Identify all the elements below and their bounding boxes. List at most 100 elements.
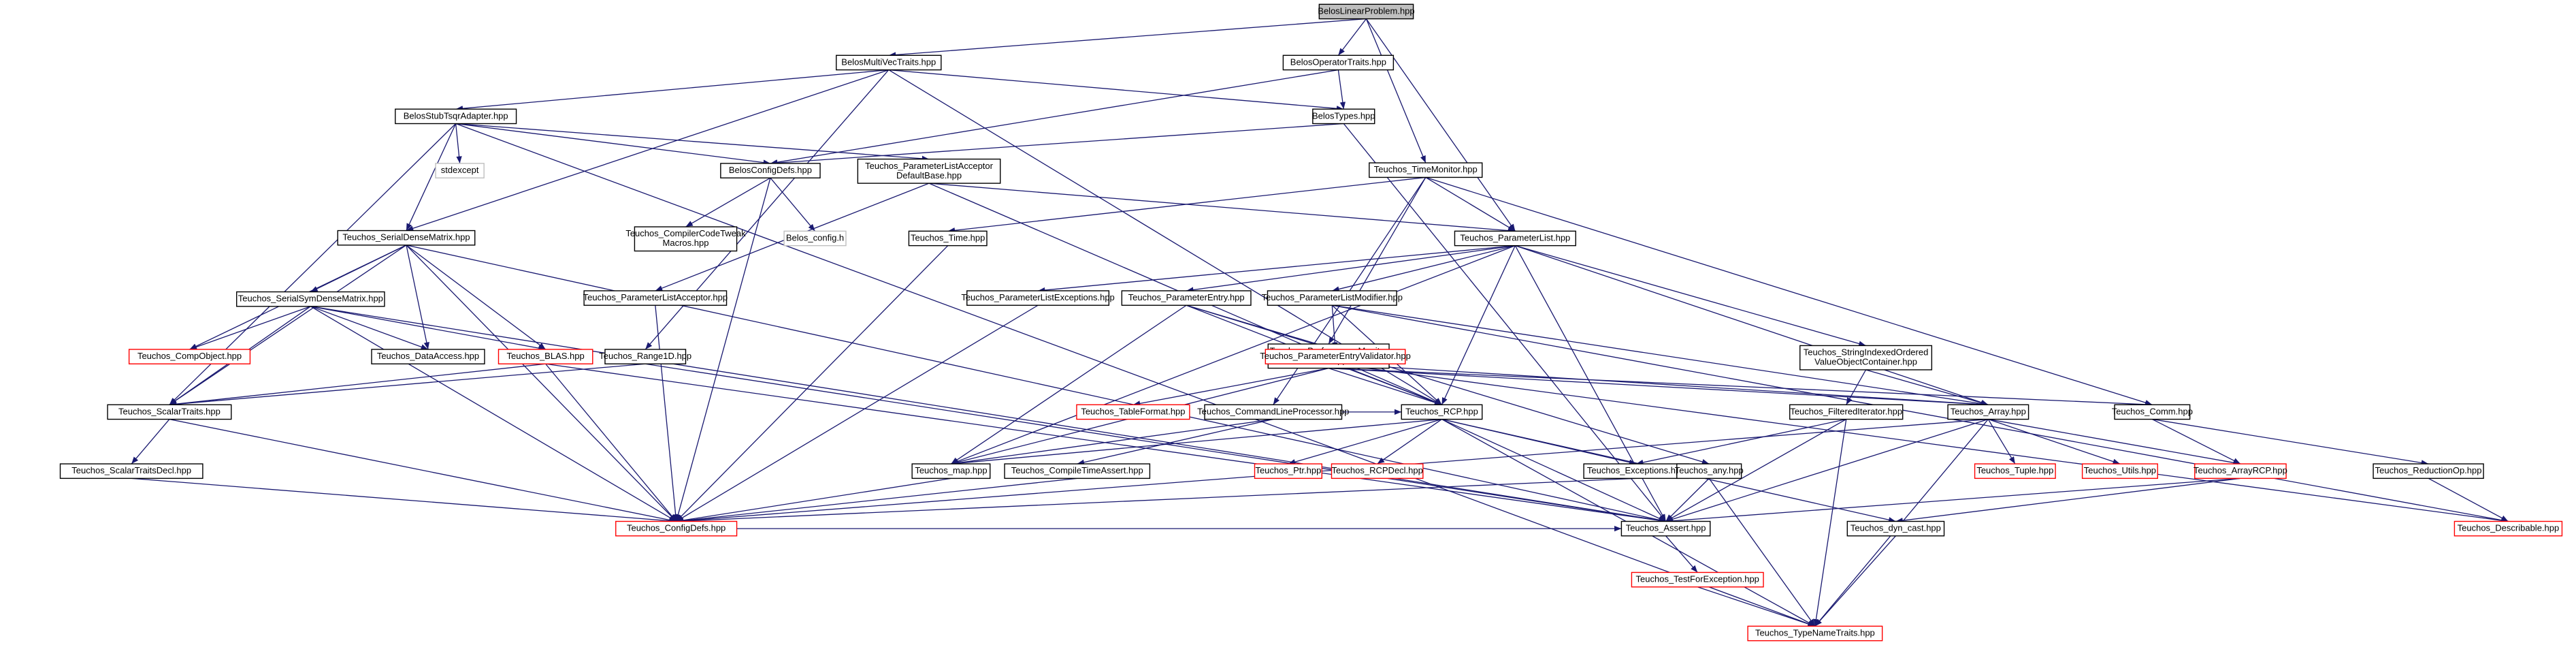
- node-label: Teuchos_TestForException.hpp: [1636, 574, 1759, 584]
- edge-comm-to-arrayrcp: [2152, 418, 2241, 465]
- node-sio[interactable]: Teuchos_StringIndexedOrderedValueObjectC…: [1799, 345, 1933, 371]
- node-box: [2081, 463, 2158, 479]
- node-box: [1676, 463, 1742, 479]
- node-box: [1254, 463, 1322, 479]
- edge-line: [676, 477, 1077, 524]
- edge-line: [1328, 367, 1989, 407]
- node-box: [857, 158, 1001, 184]
- node-label: Teuchos_SerialDenseMatrix.hpp: [342, 232, 470, 242]
- node-stdecl[interactable]: Teuchos_ScalarTraitsDecl.hpp: [59, 463, 203, 479]
- node-box: [615, 520, 738, 537]
- edge-any-to-assert: [1665, 477, 1710, 522]
- node-label: Teuchos_dyn_cast.hpp: [1851, 523, 1941, 533]
- edge-perfmon-to-tablefmt: [1132, 367, 1329, 407]
- node-ptr[interactable]: Teuchos_Ptr.hpp: [1254, 463, 1322, 479]
- node-label: Teuchos_StringIndexedOrdered: [1804, 347, 1929, 358]
- node-box: [1204, 404, 1343, 420]
- node-btypes[interactable]: BelosTypes.hpp: [1312, 108, 1375, 125]
- node-any[interactable]: Teuchos_any.hpp: [1675, 463, 1744, 479]
- node-box: [908, 230, 988, 247]
- node-rcpdecl[interactable]: Teuchos_RCPDecl.hpp: [1331, 463, 1424, 479]
- node-label: Teuchos_Assert.hpp: [1626, 523, 1706, 533]
- node-opt[interactable]: BelosOperatorTraits.hpp: [1282, 54, 1395, 71]
- edge-line: [1441, 418, 1666, 522]
- edge-line: [1132, 367, 1329, 407]
- edge-scalartraits-to-stdecl: [131, 419, 170, 465]
- edge-line: [1814, 535, 1896, 627]
- node-pla[interactable]: Teuchos_ParameterListAcceptor.hpp: [583, 290, 728, 306]
- edge-line: [1987, 419, 2016, 465]
- node-mvt[interactable]: BelosMultiVecTraits.hpp: [836, 54, 942, 71]
- edge-btypes-to-assert: [1343, 123, 1667, 522]
- node-pev[interactable]: Teuchos_ParameterEntryValidator.hpp: [1260, 349, 1411, 364]
- edge-ssdm-to-blas: [310, 306, 546, 351]
- node-rcp[interactable]: Teuchos_RCP.hpp: [1401, 404, 1483, 420]
- node-filtiter[interactable]: Teuchos_FilteredIterator.hpp: [1789, 404, 1904, 420]
- edge-pev-to-rcp: [1335, 363, 1442, 405]
- node-arrayrcp[interactable]: Teuchos_ArrayRCP.hpp: [2194, 463, 2287, 479]
- node-tablefmt[interactable]: Teuchos_TableFormat.hpp: [1076, 404, 1190, 420]
- node-root[interactable]: BelosLinearProblem.hpp: [1318, 3, 1415, 20]
- node-clp[interactable]: Teuchos_CommandLineProcessor.hpp: [1197, 404, 1349, 420]
- node-plmod[interactable]: Teuchos_ParameterListModifier.hpp: [1262, 290, 1403, 306]
- node-describable[interactable]: Teuchos_Describable.hpp: [2453, 520, 2563, 537]
- edge-line: [1335, 363, 1442, 405]
- edge-mvt-to-range1d: [645, 69, 890, 350]
- edge-perfmon-to-array: [1328, 367, 1989, 407]
- node-configdefs[interactable]: Teuchos_ConfigDefs.hpp: [615, 520, 738, 537]
- edge-line: [676, 477, 951, 523]
- node-pentry[interactable]: Teuchos_ParameterEntry.hpp: [1121, 290, 1252, 306]
- node-plist[interactable]: Teuchos_ParameterList.hpp: [1454, 230, 1576, 247]
- edge-btypes-to-bconfig: [770, 123, 1344, 166]
- node-typename[interactable]: Teuchos_TypeNameTraits.hpp: [1747, 625, 1883, 642]
- node-tuple[interactable]: Teuchos_Tuple.hpp: [1974, 463, 2056, 479]
- node-map[interactable]: Teuchos_map.hpp: [911, 463, 991, 479]
- node-blas[interactable]: Teuchos_BLAS.hpp: [498, 349, 593, 364]
- edge-mvt-to-btypes: [888, 69, 1344, 112]
- edge-line: [310, 306, 429, 350]
- edge-line: [545, 363, 677, 522]
- edge-line: [1288, 418, 1442, 465]
- edge-array-to-tuple: [1987, 419, 2016, 465]
- node-label: Teuchos_Utils.hpp: [2084, 465, 2156, 475]
- node-range1d[interactable]: Teuchos_Range1D.hpp: [599, 349, 691, 364]
- node-timemon[interactable]: Teuchos_TimeMonitor.hpp: [1369, 162, 1483, 178]
- node-utils[interactable]: Teuchos_Utils.hpp: [2081, 463, 2158, 479]
- node-plex[interactable]: Teuchos_ParameterListExceptions.hpp: [961, 290, 1115, 306]
- node-exceptions[interactable]: Teuchos_Exceptions.hpp: [1583, 463, 1689, 479]
- edge-line: [1038, 245, 1516, 294]
- edge-line: [189, 306, 311, 350]
- node-box: [966, 290, 1110, 306]
- node-testforex[interactable]: Teuchos_TestForException.hpp: [1631, 571, 1764, 588]
- edge-layer: [131, 18, 2509, 627]
- node-assert[interactable]: Teuchos_Assert.hpp: [1620, 520, 1711, 537]
- node-ssdm[interactable]: Teuchos_SerialSymDenseMatrix.hpp: [235, 291, 385, 307]
- node-plad[interactable]: Teuchos_ParameterListAcceptorDefaultBase…: [857, 158, 1001, 184]
- edge-line: [406, 69, 889, 232]
- node-sdm[interactable]: Teuchos_SerialDenseMatrix.hpp: [337, 230, 476, 246]
- node-bconfig[interactable]: BelosConfigDefs.hpp: [720, 163, 821, 178]
- node-bstub[interactable]: BelosStubTsqrAdapter.hpp: [395, 108, 517, 125]
- node-box: [1799, 345, 1933, 371]
- edge-line: [1335, 363, 1989, 407]
- node-dyncast[interactable]: Teuchos_dyn_cast.hpp: [1846, 520, 1945, 537]
- node-array[interactable]: Teuchos_Array.hpp: [1947, 404, 2029, 420]
- edge-root-to-plist: [1365, 18, 1516, 232]
- node-cta[interactable]: Teuchos_CompileTimeAssert.hpp: [1004, 463, 1151, 479]
- node-compobj[interactable]: Teuchos_CompObject.hpp: [128, 349, 251, 364]
- edge-range1d-to-scalartraits: [169, 363, 646, 407]
- edge-sdm-to-scalartraits: [169, 245, 407, 405]
- node-scalartraits[interactable]: Teuchos_ScalarTraits.hpp: [107, 404, 232, 420]
- node-ttime[interactable]: Teuchos_Time.hpp: [908, 230, 988, 247]
- edge-line: [1708, 477, 1816, 627]
- edge-line: [645, 69, 890, 350]
- node-comm[interactable]: Teuchos_Comm.hpp: [2112, 404, 2193, 420]
- node-redop[interactable]: Teuchos_ReductionOp.hpp: [2373, 463, 2484, 479]
- edge-line: [406, 245, 677, 522]
- node-label: Teuchos_RCP.hpp: [1405, 406, 1478, 416]
- edge-ttime-to-configdefs: [676, 245, 949, 522]
- node-dataacc[interactable]: Teuchos_DataAccess.hpp: [371, 349, 485, 364]
- node-label: Teuchos_SerialSymDenseMatrix.hpp: [238, 294, 383, 304]
- node-label: Teuchos_CommandLineProcessor.hpp: [1197, 406, 1349, 416]
